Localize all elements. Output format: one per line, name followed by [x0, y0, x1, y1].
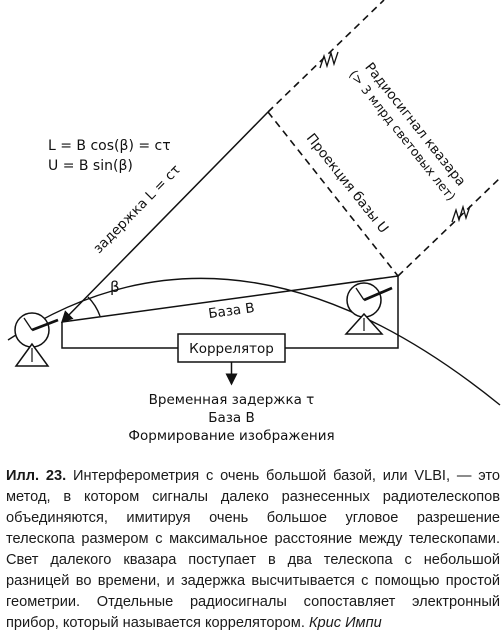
formula-u: U = B sin(β)	[48, 158, 133, 174]
cable-right	[285, 276, 399, 349]
figure-caption: Илл. 23. Интерферометрия с очень большой…	[6, 466, 500, 634]
delay-line	[60, 111, 269, 324]
cable-left	[61, 322, 178, 349]
output-line-imaging: Формирование изображения	[128, 428, 334, 444]
projection-label: Проекция базы U	[303, 131, 392, 237]
correlator-label: Коррелятор	[189, 341, 274, 357]
signal-wave-mark-top	[319, 50, 339, 69]
caption-credit: Крис Импи	[308, 615, 382, 631]
beta-angle-arc	[87, 296, 101, 317]
quasar-signal-line-top	[267, 0, 385, 113]
signal-label-line1: Радиосигнал квазара	[361, 60, 468, 190]
delay-label: задержка L = cτ	[90, 162, 184, 257]
caption-label: Илл. 23.	[6, 468, 67, 484]
baseline-line	[61, 275, 399, 323]
beta-label: β	[110, 278, 120, 296]
caption-text: Интерферометрия с очень большой базой, и…	[6, 468, 500, 631]
signal-label-line2: (> 3 млрд световых лет)	[346, 67, 459, 204]
baseline-label: База B	[207, 300, 255, 322]
radio-telescope-right-icon	[344, 282, 393, 335]
output-line-delay: Временная задержка τ	[149, 392, 315, 408]
correlator-box	[177, 333, 286, 363]
vlbi-diagram: Коррелятор L = B cos(β) = cτ U = B sin(β…	[7, 0, 501, 444]
radio-telescope-left-icon	[14, 312, 59, 367]
formula-l: L = B cos(β) = cτ	[48, 138, 171, 154]
earth-surface-arc	[7, 277, 501, 406]
output-line-baseline: База B	[208, 410, 255, 426]
signal-wave-mark-bottom	[451, 204, 471, 223]
projection-line	[267, 111, 399, 277]
